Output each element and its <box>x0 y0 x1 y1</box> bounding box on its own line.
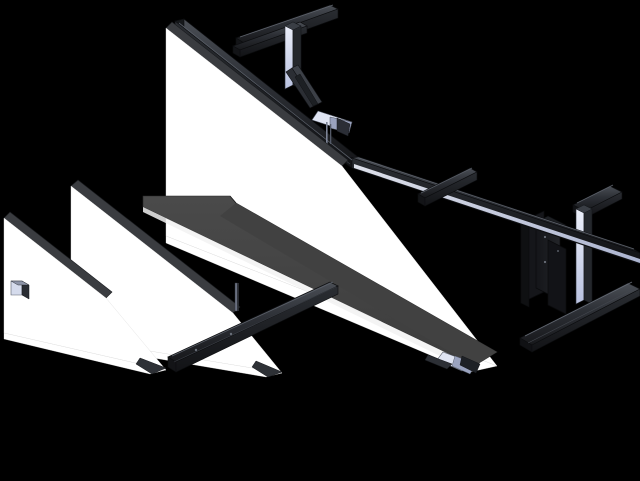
component-post-right[interactable] <box>519 184 640 353</box>
bracket-pin-secondary <box>330 124 332 144</box>
bracket-pin <box>326 122 328 144</box>
component-base-rail[interactable] <box>166 281 498 374</box>
cabinet-left-edge <box>520 221 530 308</box>
right-base-rail <box>519 281 640 353</box>
component-panel-3-foot[interactable] <box>424 351 481 375</box>
gusset-brace-inner <box>294 73 319 107</box>
deck-front-chamfer <box>143 207 474 370</box>
base-rail-highlight <box>171 281 334 357</box>
deck-fold-line <box>229 195 237 204</box>
component-bracket-center[interactable] <box>311 110 353 144</box>
component-cross-rail[interactable] <box>417 167 478 207</box>
rail-highlight <box>354 164 640 263</box>
component-deck-ramp[interactable] <box>142 195 498 370</box>
component-mid-rail[interactable] <box>343 151 640 265</box>
component-panel-1[interactable] <box>3 211 167 375</box>
bracket-dark-block <box>336 117 351 137</box>
panel-2-foot-tip <box>251 360 283 378</box>
panel-1-face-lower <box>3 332 167 375</box>
cabinet-fastener <box>557 250 559 252</box>
panel-3-foot-dark <box>459 355 481 374</box>
cabinet-fastener <box>543 260 547 264</box>
deck-shade-band <box>220 203 497 366</box>
support-rod-shade <box>237 283 239 311</box>
base-rail-fastener <box>194 348 198 352</box>
component-post-center[interactable] <box>284 21 323 109</box>
cabinet-right-slab <box>547 239 567 315</box>
center-post-top <box>284 21 302 31</box>
component-support-rod[interactable] <box>234 282 239 312</box>
panel-3-foot-tab <box>424 354 453 370</box>
component-foot-left[interactable] <box>10 280 30 300</box>
base-rail-groove <box>173 286 337 363</box>
panel-1-foot-tip <box>135 357 167 375</box>
support-rod <box>234 282 238 312</box>
cabinet-fastener <box>543 235 547 239</box>
base-rail-fastener <box>229 332 233 336</box>
foot-bracket-top <box>10 280 30 286</box>
right-vertical-post <box>575 204 593 305</box>
